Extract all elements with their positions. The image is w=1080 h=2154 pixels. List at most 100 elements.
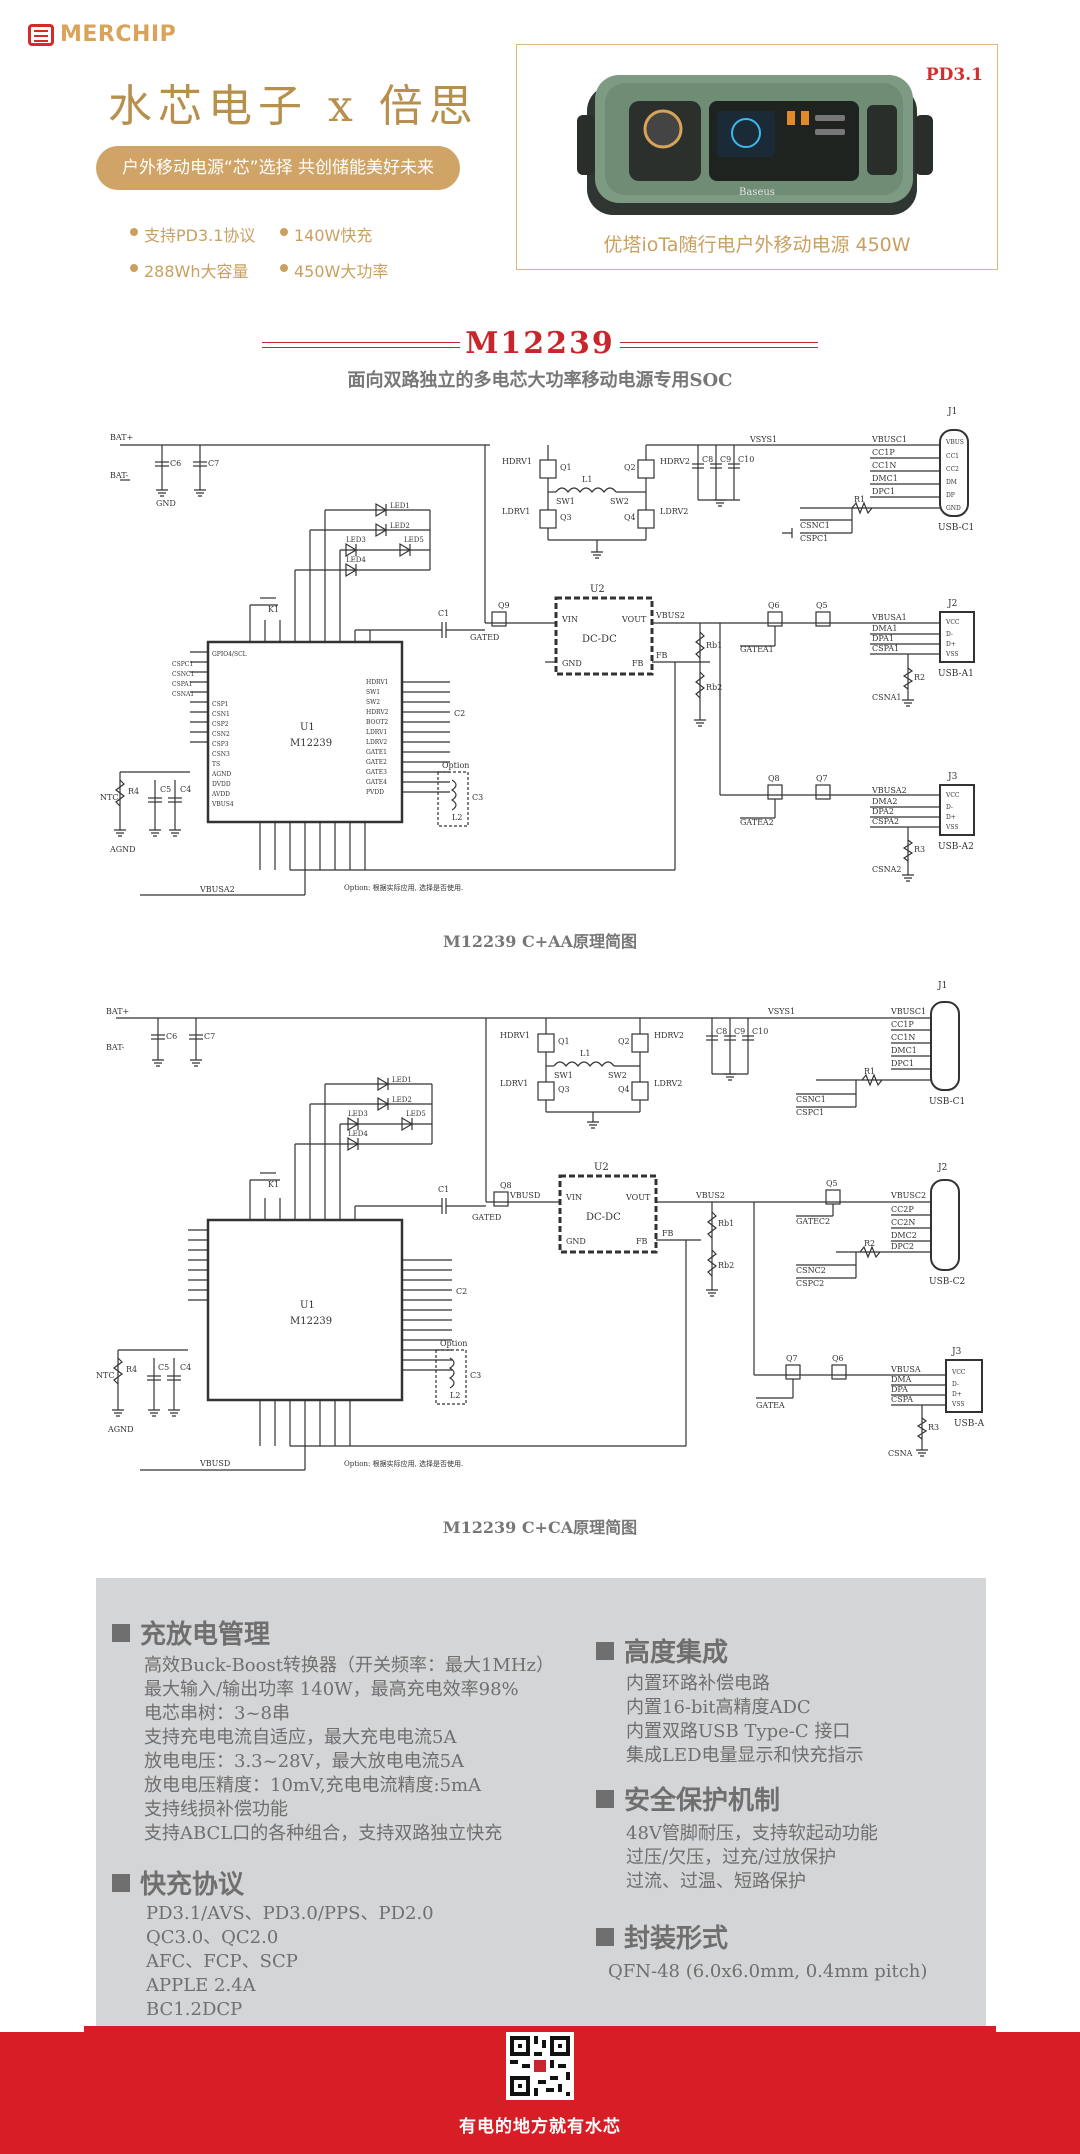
svg-text:CSPA2: CSPA2 [872,817,899,826]
qr-code-icon[interactable] [506,2032,574,2100]
svg-text:C3: C3 [472,793,483,802]
svg-text:GND: GND [566,1237,586,1246]
svg-text:GATE4: GATE4 [366,779,387,786]
svg-text:CSNC2: CSNC2 [796,1266,826,1275]
svg-text:Option: Option [442,761,469,770]
spec-item: 放电电压：3.3~28V，最大放电电流5A [144,1751,465,1772]
svg-text:HDRV2: HDRV2 [660,457,690,466]
svg-text:VBUSA2: VBUSA2 [199,885,235,894]
svg-text:SW1: SW1 [554,1071,573,1080]
svg-text:R1: R1 [854,495,865,504]
svg-text:C1: C1 [438,609,449,618]
svg-text:SW2: SW2 [610,497,629,506]
svg-text:LED1: LED1 [390,502,410,510]
footer-slogan: 有电的地方就有水芯 [459,2117,621,2137]
svg-text:GATE1: GATE1 [366,749,387,756]
svg-text:L2: L2 [450,1391,460,1400]
svg-text:USB-A2: USB-A2 [938,842,974,852]
svg-text:CSPC1: CSPC1 [796,1108,824,1117]
svg-text:VBUSC1: VBUSC1 [890,1007,926,1016]
svg-text:GATE2: GATE2 [366,759,387,766]
spec-item: BC1.2DCP [146,1999,243,2020]
svg-text:Option: 根据实际应用, 选择是否使用.: Option: 根据实际应用, 选择是否使用. [344,883,463,892]
svg-text:C2: C2 [456,1287,467,1296]
spec-item: 高效Buck-Boost转换器（开关频率：最大1MHz） [144,1655,555,1676]
svg-text:C5: C5 [158,1363,169,1372]
svg-text:VBUSD: VBUSD [199,1459,230,1468]
svg-text:HDRV2: HDRV2 [654,1031,684,1040]
svg-text:DMA2: DMA2 [872,797,897,806]
svg-text:VCC: VCC [951,1369,966,1376]
svg-text:K1: K1 [268,605,279,614]
product-card: PD3.1 Baseus 优塔ioTa随行电户外移动电源 450W [516,44,998,270]
svg-text:AGND: AGND [211,771,231,778]
svg-text:CSN3: CSN3 [212,751,230,758]
svg-text:VBUS2: VBUS2 [655,611,685,620]
svg-text:D-: D- [952,1381,959,1388]
svg-text:BAT+: BAT+ [106,1007,129,1016]
svg-text:M12239: M12239 [290,738,332,749]
svg-text:K1: K1 [268,1180,279,1189]
svg-text:BOOT2: BOOT2 [366,719,388,726]
svg-text:L2: L2 [452,813,462,822]
svg-text:GATEA: GATEA [756,1401,785,1410]
svg-text:D-: D- [946,631,953,638]
svg-text:CSNA1: CSNA1 [872,693,901,702]
svg-text:L1: L1 [582,475,592,484]
svg-text:CSPA1: CSPA1 [872,644,899,653]
svg-text:LDRV1: LDRV1 [502,507,530,516]
spec-item: 过压/欠压，过充/过放保护 [626,1847,837,1868]
svg-text:CSP1: CSP1 [212,701,229,708]
svg-text:CC2: CC2 [946,466,959,473]
spec-item: 支持线损补偿功能 [144,1799,288,1820]
svg-text:U1: U1 [300,1300,315,1311]
svg-text:VBUS4: VBUS4 [211,801,234,808]
svg-text:J1: J1 [937,981,947,991]
svg-text:C10: C10 [738,455,754,464]
svg-text:HDRV2: HDRV2 [366,709,389,716]
svg-text:Q3: Q3 [560,513,572,522]
svg-text:LED5: LED5 [406,1110,426,1118]
square-bullet-icon [596,1789,614,1808]
pd-tag: PD3.1 [925,65,983,85]
spec-item: QFN-48 (6.0x6.0mm, 0.4mm pitch) [608,1961,928,1982]
svg-text:Q5: Q5 [816,601,828,610]
spec-item: 内置16-bit高精度ADC [626,1697,811,1718]
svg-text:LDRV1: LDRV1 [500,1079,528,1088]
svg-text:USB-A: USB-A [954,1419,985,1429]
svg-text:J3: J3 [951,1347,962,1357]
spec-list-protection: 48V管脚耐压，支持软起动功能 过压/欠压，过充/过放保护 过流、过温、短路保护 [626,1822,878,1894]
svg-text:J1: J1 [947,407,957,417]
svg-text:DMA1: DMA1 [872,624,897,633]
svg-text:LDRV2: LDRV2 [366,739,387,746]
svg-text:USB-C1: USB-C1 [938,523,974,533]
svg-text:DPA: DPA [891,1385,908,1394]
svg-text:SW1: SW1 [556,497,575,506]
svg-text:DC-DC: DC-DC [582,634,617,645]
svg-text:TS: TS [212,761,220,768]
chip-subtitle: 面向双路独立的多电芯大功率移动电源专用SOC [347,370,733,391]
svg-text:VBUSA2: VBUSA2 [871,786,907,795]
svg-text:DPA2: DPA2 [872,807,894,816]
spec-heading-package: 封装形式 [596,1918,728,1955]
spec-item: PD3.1/AVS、PD3.0/PPS、PD2.0 [146,1903,434,1924]
svg-text:U2: U2 [590,584,605,595]
svg-text:FB: FB [662,1229,674,1238]
svg-text:VBUSC2: VBUSC2 [890,1191,926,1200]
title-rule-right [620,342,818,348]
svg-text:C9: C9 [720,455,731,464]
svg-text:D+: D+ [946,641,956,648]
svg-text:LDRV1: LDRV1 [366,729,387,736]
svg-text:DPC2: DPC2 [891,1242,914,1251]
svg-text:AVDD: AVDD [211,791,230,798]
svg-text:J3: J3 [947,772,958,782]
slogan-pill: 户外移动电源“芯”选择 共创储能美好未来 [96,146,460,190]
svg-text:Q6: Q6 [768,601,780,610]
svg-text:DM: DM [946,479,957,486]
svg-text:U2: U2 [594,1162,609,1173]
svg-text:C7: C7 [208,459,219,468]
svg-text:VSS: VSS [945,824,958,831]
svg-text:LED4: LED4 [348,1130,368,1138]
feature-item: 140W快充 [279,222,372,246]
feature-item: 288Wh大容量 [130,258,249,282]
